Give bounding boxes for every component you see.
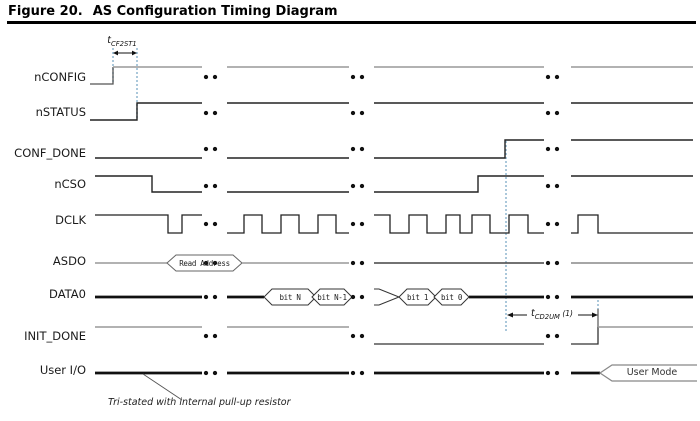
time-break-dots <box>203 74 569 376</box>
tcf2st1-arrow <box>113 50 137 56</box>
data0-bitn1-label: bit N-1 <box>317 293 347 302</box>
data0-bit1-label: bit 1 <box>406 293 429 302</box>
user-mode-label: User Mode <box>626 367 678 378</box>
data0-bitn-label: bit N <box>279 293 301 302</box>
initdone-waveform <box>95 326 693 345</box>
signal-label-nconfig: nCONFIG <box>34 70 86 84</box>
tcd2um-label: tCD2UM (1) <box>531 308 573 321</box>
signal-label-data0: DATA0 <box>49 287 86 301</box>
nstatus-waveform <box>90 102 693 121</box>
tristate-annotation: Tri-stated with internal pull-up resisto… <box>108 397 291 408</box>
dclk-waveform <box>95 214 693 234</box>
data0-bit0-hexagon <box>433 288 470 306</box>
userio-waveform <box>95 364 697 382</box>
signal-label-confdone: CONF_DONE <box>14 146 86 160</box>
signal-label-userio: User I/O <box>39 363 86 377</box>
figure-title: AS Configuration Timing Diagram <box>92 4 338 19</box>
user-mode-shape <box>598 364 697 382</box>
tcf2st1-label: tCF2ST1 <box>107 35 137 48</box>
data0-waveform <box>95 288 693 306</box>
signal-label-initdone: INIT_DONE <box>24 329 86 343</box>
title-rule <box>7 21 696 24</box>
nconfig-waveform <box>90 66 693 85</box>
figure-number: Figure 20. <box>8 4 83 19</box>
signal-label-nstatus: nSTATUS <box>35 105 86 119</box>
timing-reference-lines <box>112 48 599 331</box>
signal-label-asdo: ASDO <box>52 254 86 268</box>
signal-label-dclk: DCLK <box>55 213 86 227</box>
footnote-marker: (1) <box>559 309 573 318</box>
tcd2um-arrow <box>507 312 598 318</box>
ncso-waveform <box>95 175 693 193</box>
data0-bit0-label: bit 0 <box>440 293 463 302</box>
asdo-read-address-label: Read Address <box>179 259 230 268</box>
signal-label-ncso: nCSO <box>54 177 86 191</box>
figure-caption: Figure 20. AS Configuration Timing Diagr… <box>8 4 338 19</box>
annotation-leader-line <box>142 373 183 401</box>
confdone-waveform <box>95 139 693 159</box>
